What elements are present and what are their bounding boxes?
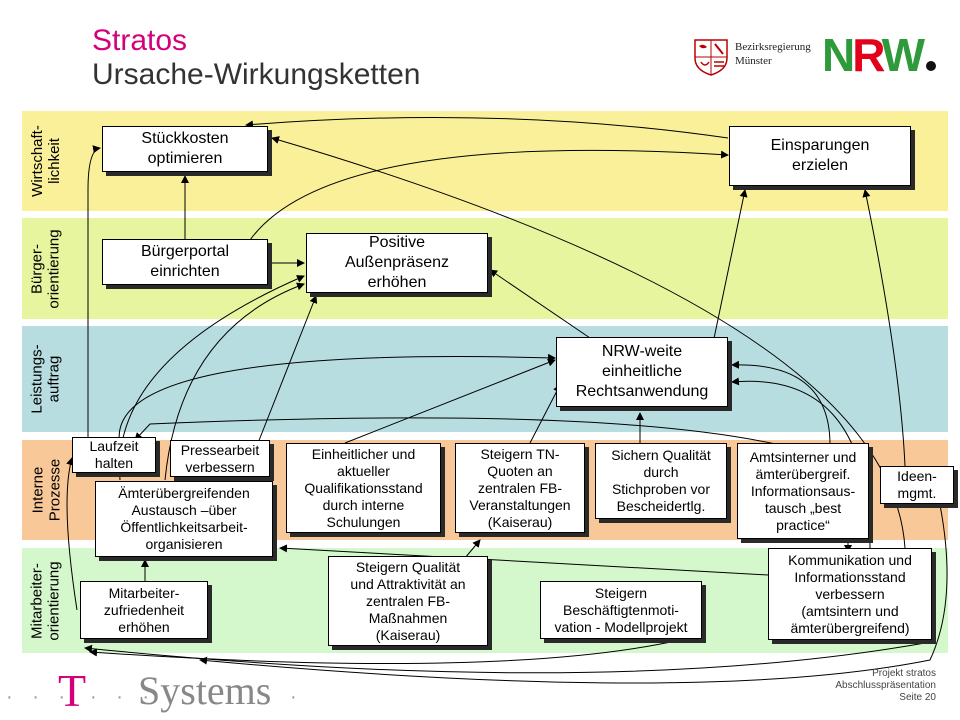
arrow-rechtsanwendung-einsparungen [711, 189, 748, 349]
footer-line1: Projekt stratos [872, 668, 936, 679]
arrow-zufriedenheit-laufzeit [66, 457, 78, 611]
arrow-laufzeit-rechtsanwendung [118, 353, 556, 446]
box-tn-quoten: Steigern TN- Quoten an zentralen FB- Ver… [455, 443, 585, 533]
box-buergerportal-einrichten: Bürgerportal einrichten [102, 239, 268, 285]
logo-text-line2: Münster [735, 55, 772, 67]
arrow-amtsintern-laufzeit [134, 417, 781, 446]
bezirksregierung-logo: Bezirksregierung Münster [693, 38, 813, 78]
arrow-kommunikation-oeffentlichkeit [279, 544, 769, 576]
nrw-crest-icon [694, 39, 728, 76]
box-amtsintern-austausch: Amtsinterner und ämterübergreif. Informa… [737, 443, 869, 539]
page-subtitle: Ursache-Wirkungsketten [92, 58, 421, 91]
arrow-amtsintern-rechtsanwendung [731, 360, 831, 446]
box-oeffentlichkeitsarbeit: Ämterübergreifenden Austausch –über Öffe… [95, 481, 273, 557]
box-aussenpraesenz-erhoehen: Positive Außenpräsenz erhöhen [306, 233, 488, 293]
band-leistungsauftrag [22, 326, 948, 432]
arrow-kommunikation-zufriedenheit [84, 642, 926, 674]
arrow-ideen-zufriedenheit [199, 504, 948, 684]
box-laufzeit-halten: Laufzeit halten [72, 437, 156, 473]
nrw-logo: NRW [822, 30, 937, 80]
arrow-pressearbeit-aussenpraesenz [257, 295, 318, 444]
box-qualifikationsstand: Einheitlicher und aktueller Qualifikatio… [286, 443, 441, 533]
arrow-rechtsanwendung-aussenpraesenz [489, 269, 591, 339]
nrw-dot-icon [926, 61, 937, 71]
footer-line3: Seite 20 [899, 692, 936, 703]
box-stichproben: Sichern Qualität durch Stichproben vor B… [595, 443, 727, 519]
box-kommunikation-informationsstand: Kommunikation und Informationsstand verb… [768, 548, 932, 640]
box-fb-massnahmen: Steigern Qualität und Attraktivität an z… [328, 556, 488, 646]
arrow-qualifikation-rechtsanwendung [344, 358, 556, 444]
box-beschaeftigtenmotivation: Steigern Beschäftigtenmoti- vation - Mod… [540, 581, 702, 639]
logo-text-line1: Bezirksregierung [735, 41, 811, 53]
box-rechtsanwendung: NRW-weite einheitliche Rechtsanwendung [556, 337, 728, 407]
box-pressearbeit-verbessern: Pressearbeit verbessern [170, 440, 270, 477]
arrow-einsparungen-stueckkosten [245, 116, 729, 139]
box-ideenmanagement: Ideen- mgmt. [880, 466, 954, 504]
arrow-ideen-einsparungen [862, 189, 906, 467]
arrow-massnahmen-tn [464, 539, 481, 559]
arrow-tn-rechtsanwendung [529, 384, 561, 444]
footer-info: Projekt stratos Abschlusspräsentation Se… [835, 668, 936, 704]
arrow-laufzeit-stueckkosten [87, 145, 101, 440]
arrow-aussenpraesenz-einsparungen [249, 149, 729, 241]
box-stueckkosten-optimieren: Stückkosten optimieren [102, 126, 268, 172]
page-title: Stratos [92, 24, 188, 57]
box-einsparungen-erzielen: Einsparungen erzielen [729, 126, 911, 186]
box-mitarbeiterzufriedenheit: Mitarbeiter- zufriedenheit erhöhen [80, 581, 208, 639]
t-systems-logo: · · · T · · · Systems · [6, 665, 304, 716]
footer-line2: Abschlusspräsentation [835, 680, 936, 691]
